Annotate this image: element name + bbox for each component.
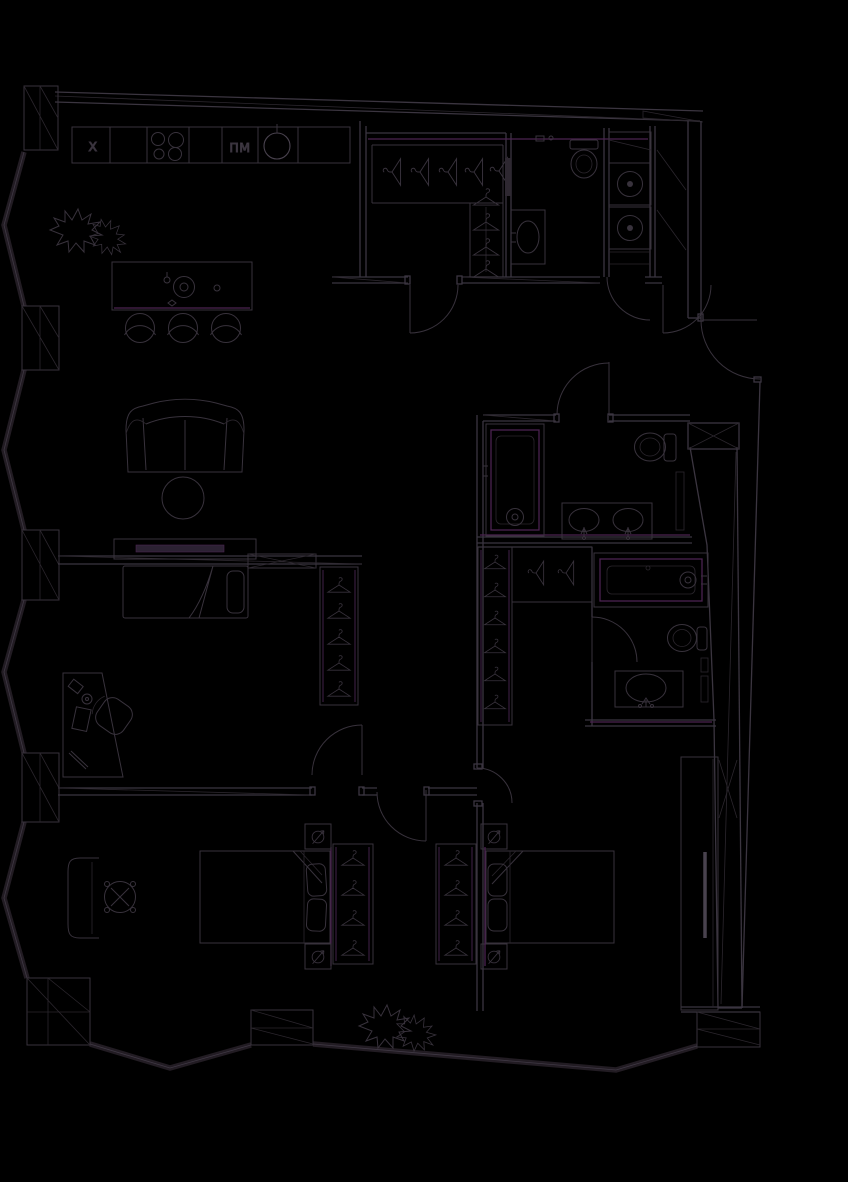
bathtub-icon <box>593 552 709 608</box>
armchair <box>67 857 99 939</box>
window-column <box>23 85 59 151</box>
door-hall-left <box>409 284 459 334</box>
wardrobe <box>332 843 374 965</box>
facade-glazing <box>1 151 698 1073</box>
double-sink-vanity <box>561 502 653 540</box>
hanger-icons <box>382 157 509 278</box>
desk-chair <box>91 695 133 735</box>
lamp-icon <box>311 830 325 845</box>
tv <box>135 544 225 553</box>
nightstand <box>304 823 332 850</box>
plant-icon <box>49 208 134 263</box>
washing-machine-icon <box>608 162 652 206</box>
dryer-icon <box>608 206 652 250</box>
bar-stools <box>124 313 242 343</box>
shelf-niche <box>675 471 685 531</box>
sink-icon <box>510 209 546 265</box>
corner-window-block <box>26 977 91 1046</box>
sink-icon <box>614 670 684 708</box>
double-bed <box>484 847 615 966</box>
window-sill <box>696 1011 761 1048</box>
toilet-icon <box>569 139 599 179</box>
guest-room <box>62 565 359 778</box>
exterior-walls <box>54 91 761 1013</box>
desk <box>62 672 124 778</box>
kitchen-island <box>111 261 253 311</box>
shelf-bar <box>505 158 511 196</box>
lamp-icon <box>487 830 501 845</box>
nightstand <box>304 943 332 970</box>
plants <box>49 208 443 1058</box>
shelf-bar <box>700 657 709 673</box>
door-bathroom2 <box>591 616 638 663</box>
master-bedroom <box>67 823 374 970</box>
entry-closet <box>366 132 648 278</box>
wardrobe <box>435 843 477 965</box>
kitchen: Х ПМ <box>71 124 351 343</box>
bedroom2 <box>435 756 719 1011</box>
window-column <box>21 305 60 371</box>
bathroom2 <box>590 552 712 723</box>
window-column <box>21 752 60 823</box>
lamp-icon <box>311 950 325 965</box>
valve <box>535 135 545 142</box>
bathroom-top <box>505 135 599 265</box>
dishwasher-label: ПМ <box>229 140 250 155</box>
single-bed <box>122 565 249 619</box>
kitchen-counter <box>71 126 351 164</box>
tv-console <box>113 538 257 560</box>
window-column <box>21 529 60 601</box>
laundry-closet <box>608 131 652 265</box>
door-hall-right <box>662 284 712 334</box>
door-wc <box>606 276 651 321</box>
side-table <box>104 881 136 913</box>
sofa <box>125 398 245 473</box>
tall-wardrobe <box>680 756 719 1011</box>
coffee-table <box>161 476 205 520</box>
nightstand <box>480 823 508 850</box>
door-master-bath <box>556 362 610 416</box>
nightstand <box>480 943 508 970</box>
kitchen-sink-icon <box>263 124 291 160</box>
door-master-bedroom <box>376 790 427 842</box>
master-bathroom <box>480 423 690 540</box>
living-room <box>113 398 257 560</box>
shelf-bar <box>700 675 709 703</box>
window-sill <box>250 1009 314 1046</box>
fridge-label: Х <box>88 139 97 154</box>
doors <box>311 276 761 842</box>
door-bedroom2 <box>476 767 513 804</box>
facade-columns <box>21 85 761 1048</box>
wardrobe <box>319 566 359 706</box>
toilet-icon <box>667 624 708 652</box>
double-bed <box>199 847 332 966</box>
door-entry <box>700 319 761 380</box>
interior-walls <box>57 121 762 1011</box>
bathtub-icon <box>483 423 545 537</box>
corridor-closet <box>477 546 593 726</box>
toilet-icon <box>634 432 677 462</box>
lamp-icon <box>487 950 501 965</box>
stove-icon <box>151 132 184 161</box>
door-guest-room <box>311 724 363 776</box>
